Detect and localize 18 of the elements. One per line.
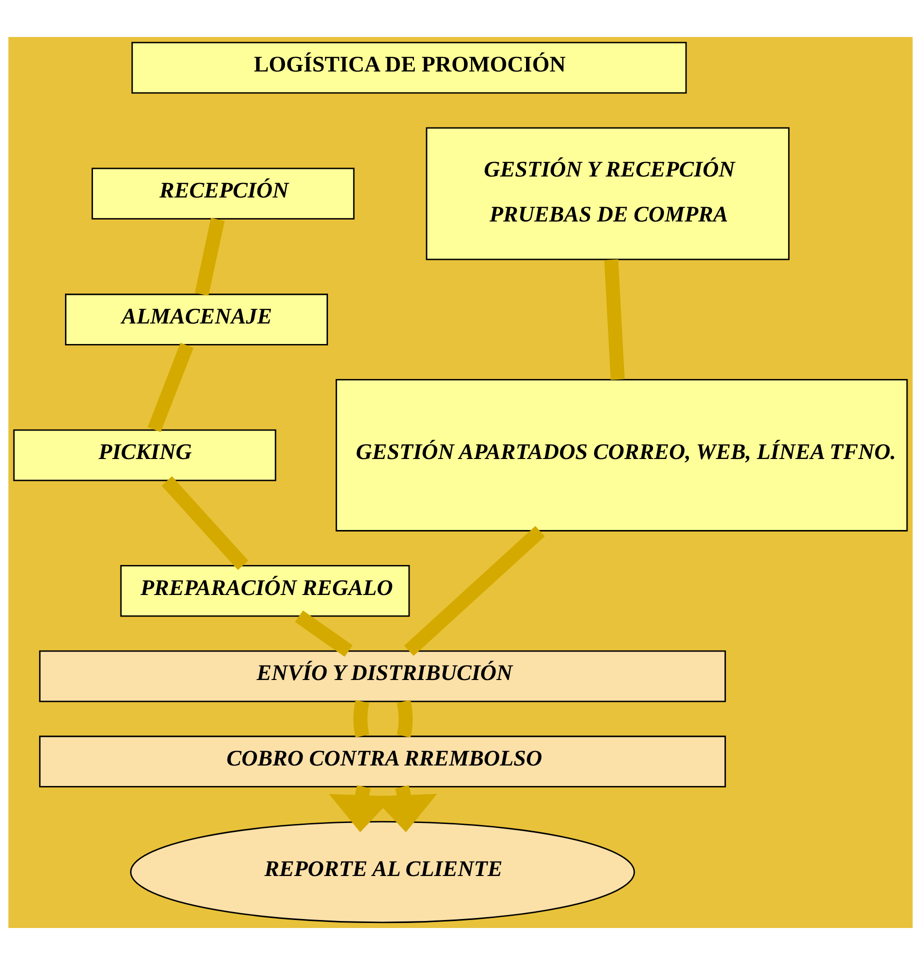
connector (295, 610, 353, 656)
node-box: COBRO CONTRA RREMBOLSO (39, 735, 726, 787)
connector (404, 525, 545, 656)
node-ellipse: REPORTE AL CLIENTE (130, 820, 635, 923)
node-box: GESTIÓN Y RECEPCIÓN PRUEBAS DE COMPRA (426, 126, 790, 260)
connector (162, 476, 248, 570)
connector (194, 217, 225, 296)
node-box: PICKING (13, 428, 276, 481)
node-box: LOGÍSTICA DE PROMOCIÓN (131, 41, 687, 94)
node-box: ENVÍO Y DISTRIBUCIÓN (39, 650, 726, 702)
node-box: GESTIÓN APARTADOS CORREO, WEB, LÍNEA TFNO. (336, 378, 908, 531)
node-box: ALMACENAJE (65, 293, 328, 345)
connector (604, 258, 625, 380)
connector (396, 700, 413, 737)
node-box: PREPARACIÓN REGALO (120, 564, 410, 616)
node-box: RECEPCIÓN (92, 167, 355, 220)
connector (354, 700, 370, 737)
connector (148, 342, 194, 432)
